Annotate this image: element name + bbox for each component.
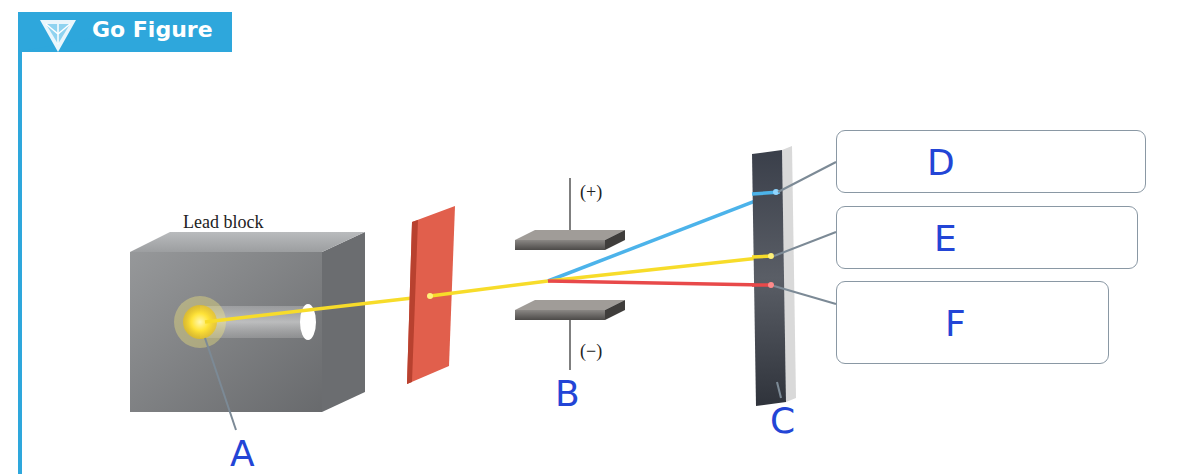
radiation-beam [205,296,430,322]
answer-box: F [836,281,1109,364]
polarity-sign: (+) [580,182,602,203]
header-band [18,12,232,52]
gamma-beam [548,257,768,281]
beta-beam [548,193,776,281]
icon-inner [46,24,70,44]
figure-heading: Go Figure [92,17,213,42]
answer-box: D [836,130,1146,193]
answer-box: E [836,206,1138,269]
box-letter: F [945,303,966,344]
icon [40,20,76,52]
box-letter: E [934,218,957,259]
callout-letter: C [770,400,795,441]
callout-letter: A [230,433,255,474]
lead-block [130,232,365,412]
callout-letter: B [555,373,580,414]
alpha-beam [548,281,768,285]
leader-lines [205,162,836,430]
box-letter: D [927,142,955,183]
polarity-sign: (−) [580,341,602,362]
part-name: Lead block [183,212,263,233]
side-rule [18,38,22,474]
